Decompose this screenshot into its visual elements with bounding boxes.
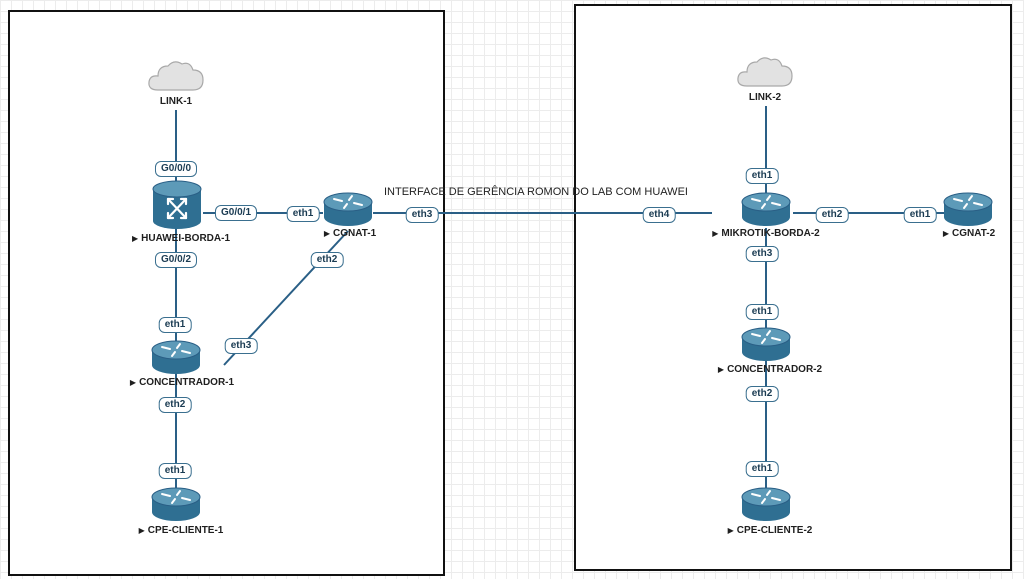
node-label-cpe2: ▶CPE-CLIENTE-2 [727,525,813,536]
port-concentrador2-eth1[interactable]: eth1 [745,304,779,320]
switch-icon-huawei[interactable] [150,180,204,230]
port-cgnat2-eth1[interactable]: eth1 [903,207,937,223]
router-icon-concentrador1[interactable] [150,339,202,377]
port-concentrador1-eth2[interactable]: eth2 [158,397,192,413]
port-huawei-g001[interactable]: G0/0/1 [214,205,258,221]
node-label-cpe1: ▶CPE-CLIENTE-1 [138,525,224,536]
port-huawei-g002[interactable]: G0/0/2 [154,252,198,268]
port-cpe1-eth1[interactable]: eth1 [158,463,192,479]
port-cpe2-eth1[interactable]: eth1 [745,461,779,477]
node-label-concentrador1: ▶CONCENTRADOR-1 [129,377,235,388]
port-cgnat1-eth2[interactable]: eth2 [310,252,344,268]
router-icon-mikrotik[interactable] [740,191,792,229]
port-concentrador1-eth1[interactable]: eth1 [158,317,192,333]
router-icon-concentrador2[interactable] [740,326,792,364]
node-label-cgnat1: ▶CGNAT-1 [323,228,377,239]
router-icon-cpe1[interactable] [150,486,202,524]
node-label-concentrador2: ▶CONCENTRADOR-2 [717,364,823,375]
router-icon-cpe2[interactable] [740,486,792,524]
cloud-icon-link1[interactable] [146,58,206,94]
lab-2-container [574,4,1012,571]
lab-1-container [8,10,445,576]
port-cgnat1-eth3[interactable]: eth3 [405,207,439,223]
port-cgnat1-eth1[interactable]: eth1 [286,206,320,222]
romon-annotation: INTERFACE DE GERÊNCIA ROMON DO LAB COM H… [384,186,688,198]
port-concentrador2-eth2[interactable]: eth2 [745,386,779,402]
port-huawei-g000[interactable]: G0/0/0 [154,161,198,177]
node-label-cgnat2: ▶CGNAT-2 [942,228,996,239]
node-label-link2: LINK-2 [748,92,782,103]
port-mikrotik-eth2[interactable]: eth2 [815,207,849,223]
port-concentrador1-eth3[interactable]: eth3 [224,338,258,354]
node-label-mikrotik: ▶MIKROTIK-BORDA-2 [712,228,820,239]
router-icon-cgnat1[interactable] [322,191,374,229]
router-icon-cgnat2[interactable] [942,191,994,229]
node-label-link1: LINK-1 [159,96,193,107]
port-mikrotik-eth4[interactable]: eth4 [642,207,676,223]
cloud-icon-link2[interactable] [735,54,795,90]
port-mikrotik-eth3[interactable]: eth3 [745,246,779,262]
node-label-huawei: ▶HUAWEI-BORDA-1 [131,233,231,244]
port-mikrotik-eth1[interactable]: eth1 [745,168,779,184]
